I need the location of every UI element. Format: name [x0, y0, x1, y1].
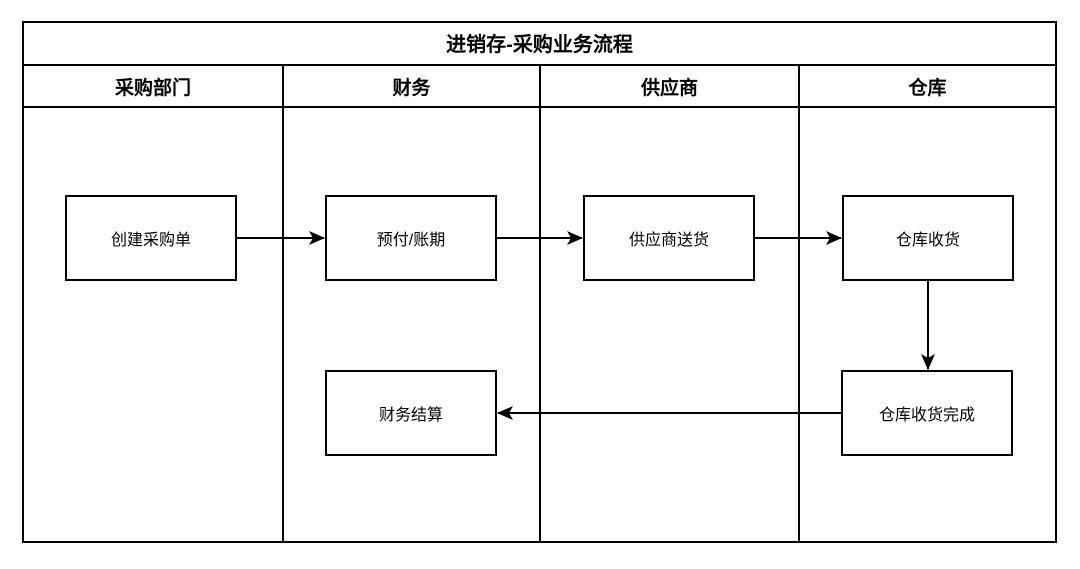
node-prepay-or-credit-term: 预付/账期	[325, 195, 497, 281]
diagram-title: 进销存-采购业务流程	[446, 34, 633, 56]
node-warehouse-receiving-done: 仓库收货完成	[841, 370, 1013, 456]
lane-divider-3	[798, 64, 800, 543]
lane-divider-1	[282, 64, 284, 543]
lane-header-purchasing: 采购部门	[114, 77, 191, 99]
lane-header-warehouse: 仓库	[908, 77, 947, 99]
node-supplier-delivery: 供应商送货	[583, 195, 755, 281]
node-finance-settlement: 财务结算	[325, 370, 497, 456]
lane-divider-2	[539, 64, 541, 543]
lane-header-supplier: 供应商	[640, 77, 698, 99]
lane-header-finance: 财务	[392, 77, 431, 99]
node-warehouse-receiving: 仓库收货	[842, 195, 1014, 281]
node-create-purchase-order: 创建采购单	[65, 195, 237, 281]
